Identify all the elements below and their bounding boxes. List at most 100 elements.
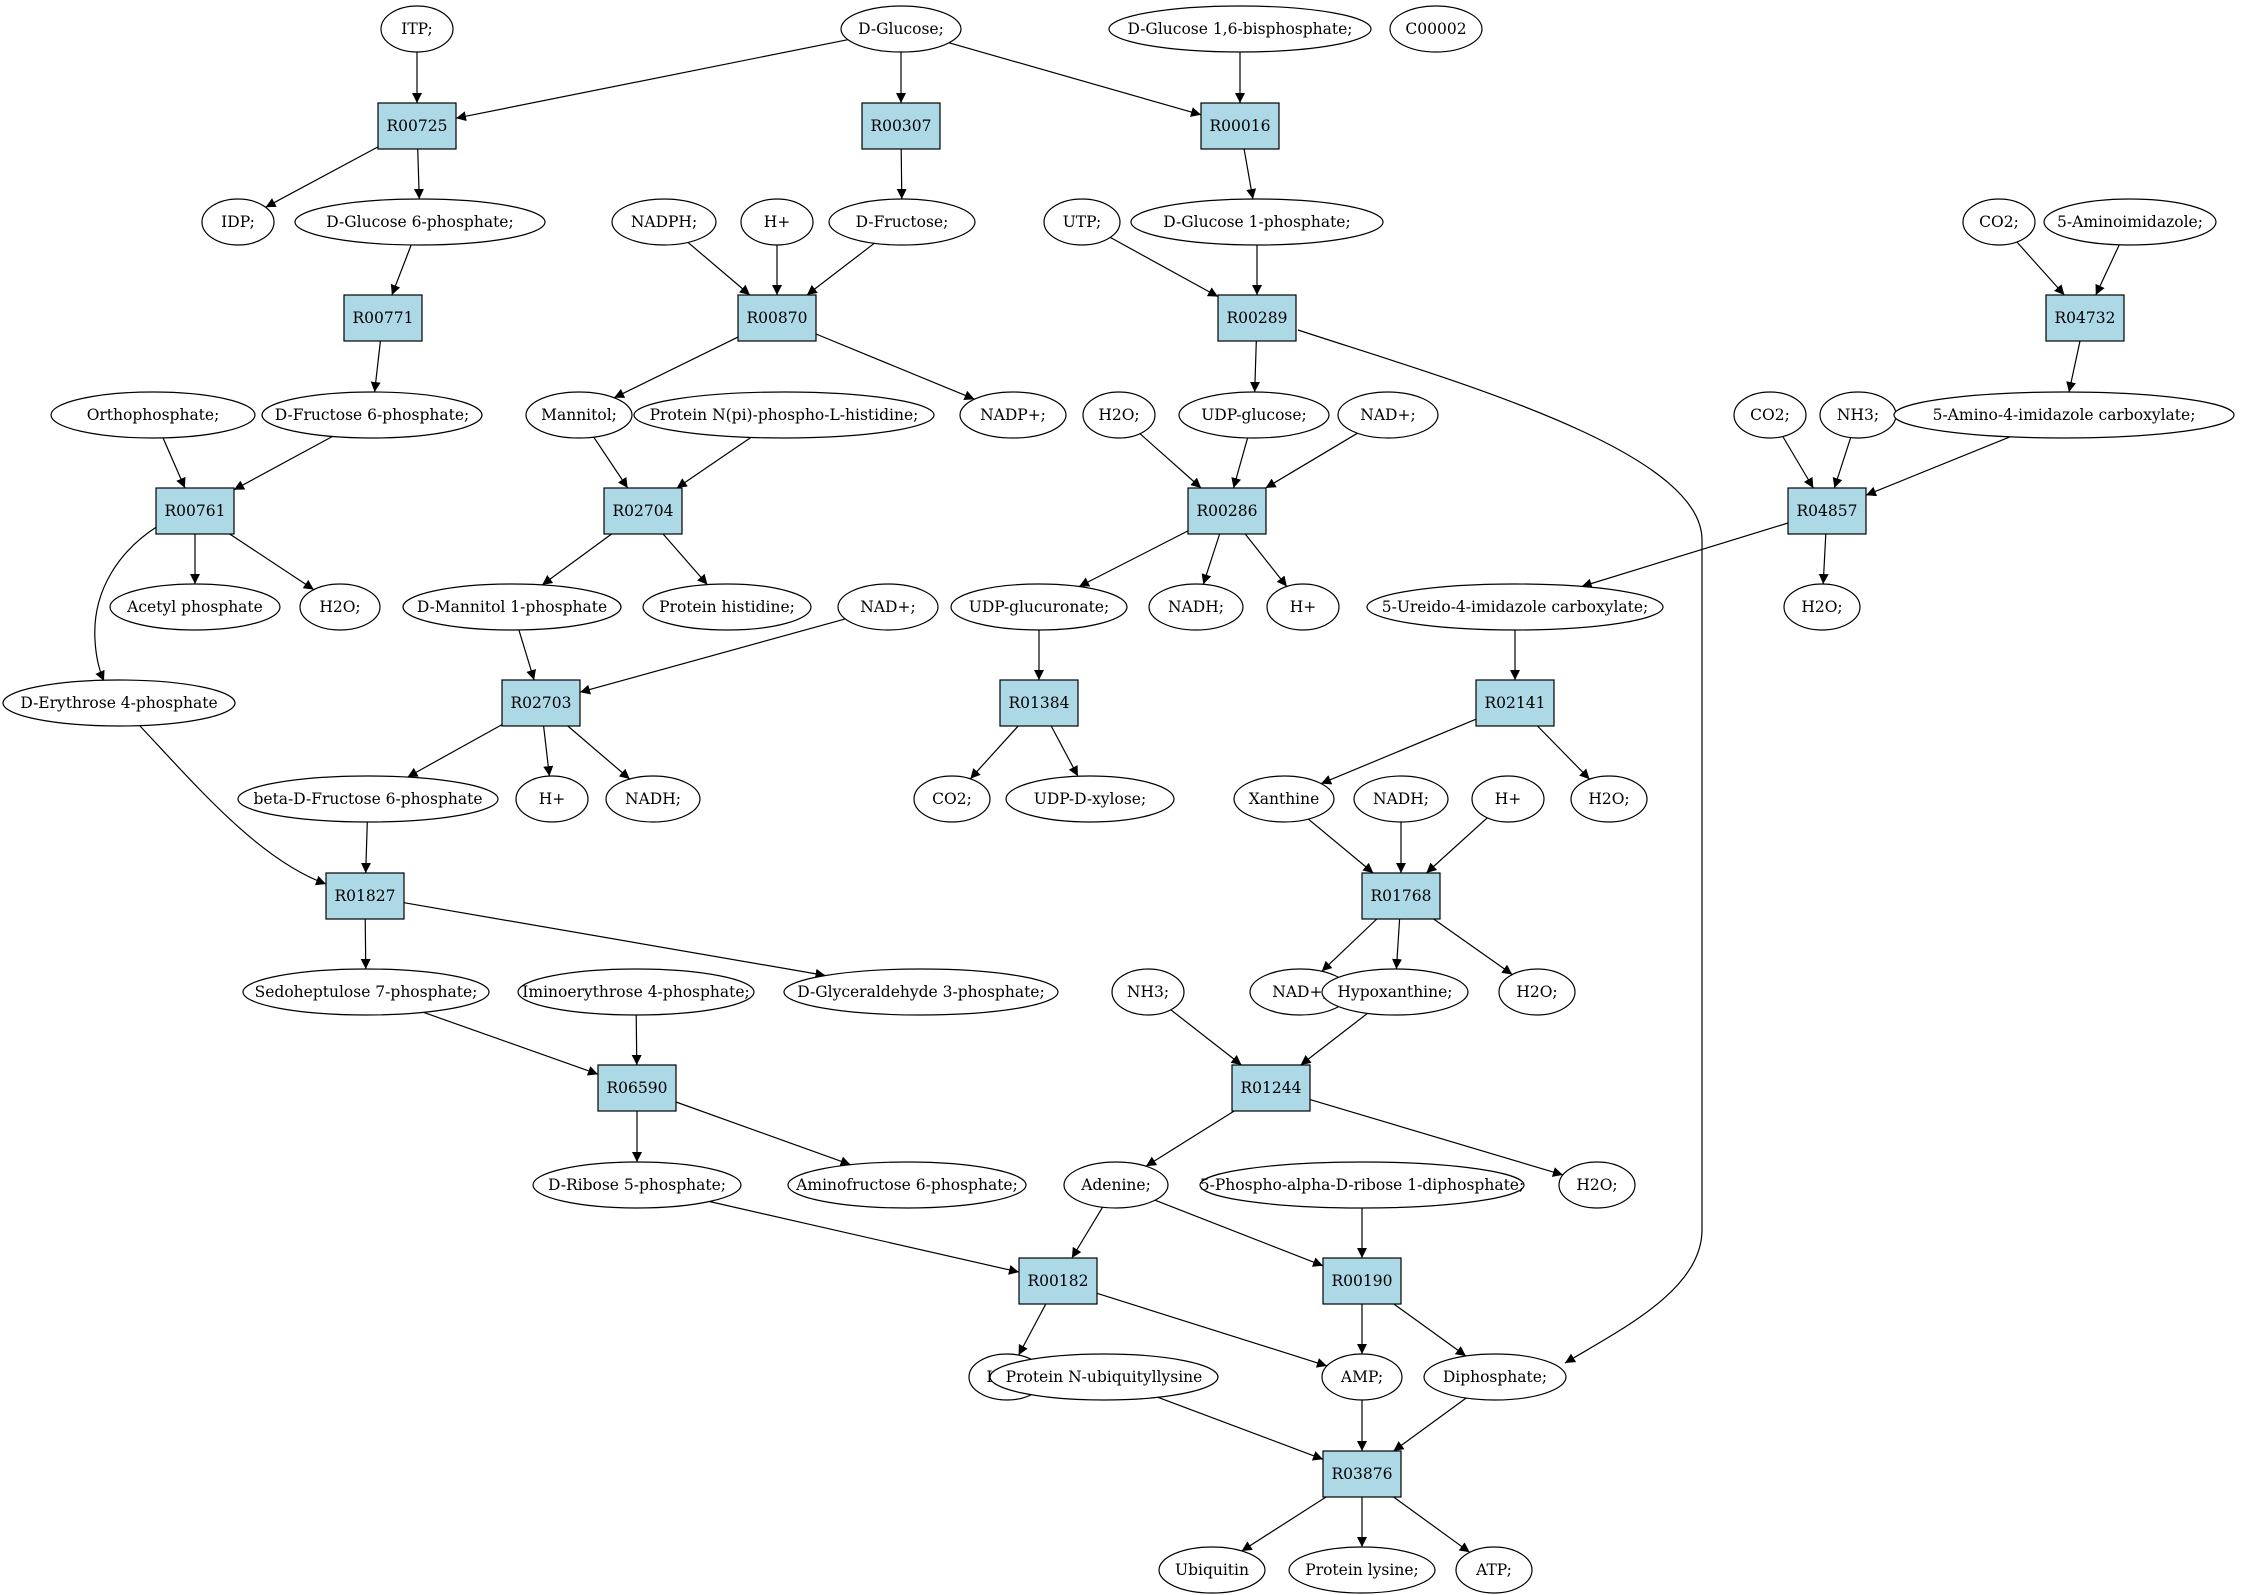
reaction-node-R01827[interactable]: R01827 xyxy=(325,872,405,920)
compound-node-h2o4[interactable]: H2O; xyxy=(1570,775,1648,823)
compound-label: NADP+; xyxy=(980,406,1046,424)
compound-node-dgap[interactable]: D-Glyceraldehyde 3-phosphate; xyxy=(783,968,1059,1016)
compound-node-adenine[interactable]: Adenine; xyxy=(1063,1161,1169,1209)
compound-node-dglucose[interactable]: D-Glucose; xyxy=(840,5,962,53)
compound-node-aminoimid[interactable]: 5-Aminoimidazole; xyxy=(2043,198,2217,246)
compound-node-amp[interactable]: AMP; xyxy=(1321,1353,1403,1401)
compound-node-nadplus3[interactable]: NAD+; xyxy=(1249,968,1351,1016)
compound-node-h2o3[interactable]: H2O; xyxy=(1783,583,1861,631)
compound-node-idp[interactable]: IDP; xyxy=(201,198,275,246)
compound-label: ATP; xyxy=(1475,1561,1512,1579)
compound-node-atp[interactable]: ATP; xyxy=(1455,1546,1533,1594)
reaction-node-R00016[interactable]: R00016 xyxy=(1200,102,1280,150)
compound-node-utp[interactable]: UTP; xyxy=(1043,198,1121,246)
compound-node-nadh3[interactable]: NADH; xyxy=(1353,775,1449,823)
reaction-node-R04857[interactable]: R04857 xyxy=(1787,487,1867,535)
edge-R00190-to-diphosphate xyxy=(1393,1303,1467,1357)
reaction-node-R02703[interactable]: R02703 xyxy=(501,679,581,727)
compound-node-nadph[interactable]: NADPH; xyxy=(611,198,717,246)
compound-node-co2b[interactable]: CO2; xyxy=(1733,391,1807,439)
compound-node-aicarbox[interactable]: 5-Amino-4-imidazole carboxylate; xyxy=(1893,391,2235,439)
compound-ellipse xyxy=(1733,391,1807,439)
compound-node-dfructose[interactable]: D-Fructose; xyxy=(828,198,976,246)
compound-node-dmannitol1p[interactable]: D-Mannitol 1-phosphate xyxy=(402,583,622,631)
compound-node-prothis[interactable]: Protein histidine; xyxy=(642,583,812,631)
compound-node-h2o1[interactable]: H2O; xyxy=(1082,391,1156,439)
edge-hplus4-to-R01768 xyxy=(1425,817,1488,874)
compound-node-hypoxanthine[interactable]: Hypoxanthine; xyxy=(1321,968,1469,1016)
compound-node-nadh1[interactable]: NADH; xyxy=(1148,583,1244,631)
compound-node-nadplus1[interactable]: NAD+; xyxy=(1337,391,1439,439)
reaction-node-R00771[interactable]: R00771 xyxy=(343,294,423,342)
compound-node-mannitol[interactable]: Mannitol; xyxy=(525,391,633,439)
reaction-label: R03876 xyxy=(1332,1465,1393,1483)
reaction-node-R02141[interactable]: R02141 xyxy=(1475,679,1555,727)
reaction-node-R00182[interactable]: R00182 xyxy=(1018,1257,1098,1305)
reaction-node-R01384[interactable]: R01384 xyxy=(999,679,1079,727)
edge-dglc6p-to-R00771 xyxy=(390,244,412,296)
compound-node-itp[interactable]: ITP; xyxy=(380,5,454,53)
compound-node-h2o2[interactable]: H2O; xyxy=(299,583,381,631)
compound-node-ubiquitin[interactable]: Ubiquitin xyxy=(1158,1546,1266,1594)
compound-node-dribose5p[interactable]: D-Ribose 5-phosphate; xyxy=(532,1161,742,1209)
reaction-node-R01768[interactable]: R01768 xyxy=(1361,872,1441,920)
reaction-label: R00307 xyxy=(871,117,932,135)
compound-label: NAD+; xyxy=(1272,983,1327,1001)
compound-node-prpp[interactable]: 5-Phospho-alpha-D-ribose 1-diphosphate; xyxy=(1199,1161,1525,1209)
compound-node-dglc6p[interactable]: D-Glucose 6-phosphate; xyxy=(294,198,546,246)
reaction-node-R03876[interactable]: R03876 xyxy=(1322,1450,1402,1498)
edge-R02704-to-prothis xyxy=(662,533,708,585)
compound-node-nadplus2[interactable]: NAD+; xyxy=(837,583,939,631)
compound-node-protnpi[interactable]: Protein N(pi)-phospho-L-histidine; xyxy=(633,391,935,439)
reaction-node-R00286[interactable]: R00286 xyxy=(1187,487,1267,535)
compound-node-nh3a[interactable]: NH3; xyxy=(1819,391,1897,439)
compound-node-protnubq[interactable]: Protein N-ubiquityllysine xyxy=(989,1353,1219,1401)
reaction-label: R04857 xyxy=(1797,502,1858,520)
compound-label: Hypoxanthine; xyxy=(1337,983,1452,1001)
compound-node-co2a[interactable]: CO2; xyxy=(1962,198,2036,246)
compound-node-iminoery4p[interactable]: Iminoerythrose 4-phosphate; xyxy=(517,968,755,1016)
edge-R01384-to-udpxylose xyxy=(1050,725,1079,777)
compound-node-co2c[interactable]: CO2; xyxy=(913,775,991,823)
reaction-node-R00190[interactable]: R00190 xyxy=(1322,1257,1402,1305)
compound-node-xanthine[interactable]: Xanthine xyxy=(1233,775,1335,823)
compound-node-hplus1[interactable]: H+ xyxy=(740,198,814,246)
compound-node-dglc16bp[interactable]: D-Glucose 1,6-bisphosphate; xyxy=(1108,5,1372,53)
compound-node-aminofru6p[interactable]: Aminofructose 6-phosphate; xyxy=(787,1161,1027,1209)
compound-node-diphosphate[interactable]: Diphosphate; xyxy=(1423,1353,1567,1401)
reaction-node-R00289[interactable]: R00289 xyxy=(1217,294,1297,342)
reaction-node-R06590[interactable]: R06590 xyxy=(597,1064,677,1112)
compound-node-nadpplus[interactable]: NADP+; xyxy=(959,391,1067,439)
compound-node-dglc1p[interactable]: D-Glucose 1-phosphate; xyxy=(1130,198,1384,246)
compound-node-nh3b[interactable]: NH3; xyxy=(1111,968,1185,1016)
reaction-node-R02704[interactable]: R02704 xyxy=(603,487,683,535)
reaction-node-R01244[interactable]: R01244 xyxy=(1231,1064,1311,1112)
compound-node-hplus4[interactable]: H+ xyxy=(1471,775,1545,823)
compound-node-ureido[interactable]: 5-Ureido-4-imidazole carboxylate; xyxy=(1366,583,1664,631)
compound-node-udpglucose[interactable]: UDP-glucose; xyxy=(1178,391,1330,439)
compound-node-protlysine[interactable]: Protein lysine; xyxy=(1288,1546,1436,1594)
compound-node-h2o5[interactable]: H2O; xyxy=(1498,968,1576,1016)
compound-node-acetylp[interactable]: Acetyl phosphate xyxy=(109,583,281,631)
compound-node-betadfru6p[interactable]: beta-D-Fructose 6-phosphate xyxy=(237,775,499,823)
compound-node-c00002[interactable]: C00002 xyxy=(1389,5,1483,53)
compound-node-orthop[interactable]: Orthophosphate; xyxy=(50,391,256,439)
compound-node-h2o6[interactable]: H2O; xyxy=(1558,1161,1636,1209)
reaction-label: R02703 xyxy=(511,694,572,712)
reaction-node-R00761[interactable]: R00761 xyxy=(155,487,235,535)
compound-node-derythrose4p[interactable]: D-Erythrose 4-phosphate xyxy=(2,679,236,727)
compound-node-udpxylose[interactable]: UDP-D-xylose; xyxy=(1005,775,1175,823)
compound-node-hplus3[interactable]: H+ xyxy=(515,775,589,823)
reaction-node-R00307[interactable]: R00307 xyxy=(861,102,941,150)
compound-node-dfru6p[interactable]: D-Fructose 6-phosphate; xyxy=(261,391,483,439)
reaction-node-R04732[interactable]: R04732 xyxy=(2045,294,2125,342)
compound-label: Ubiquitin xyxy=(1175,1561,1249,1579)
compound-node-sedo7p[interactable]: Sedoheptulose 7-phosphate; xyxy=(242,968,490,1016)
reaction-node-R00725[interactable]: R00725 xyxy=(377,102,457,150)
compound-node-hplus2[interactable]: H+ xyxy=(1266,583,1340,631)
compound-node-nadh2[interactable]: NADH; xyxy=(605,775,701,823)
edge-h2o1-to-R00286 xyxy=(1139,433,1202,489)
compound-node-udpglucuronate[interactable]: UDP-glucuronate; xyxy=(950,583,1128,631)
compound-ellipse xyxy=(1321,1353,1403,1401)
reaction-node-R00870[interactable]: R00870 xyxy=(737,294,817,342)
